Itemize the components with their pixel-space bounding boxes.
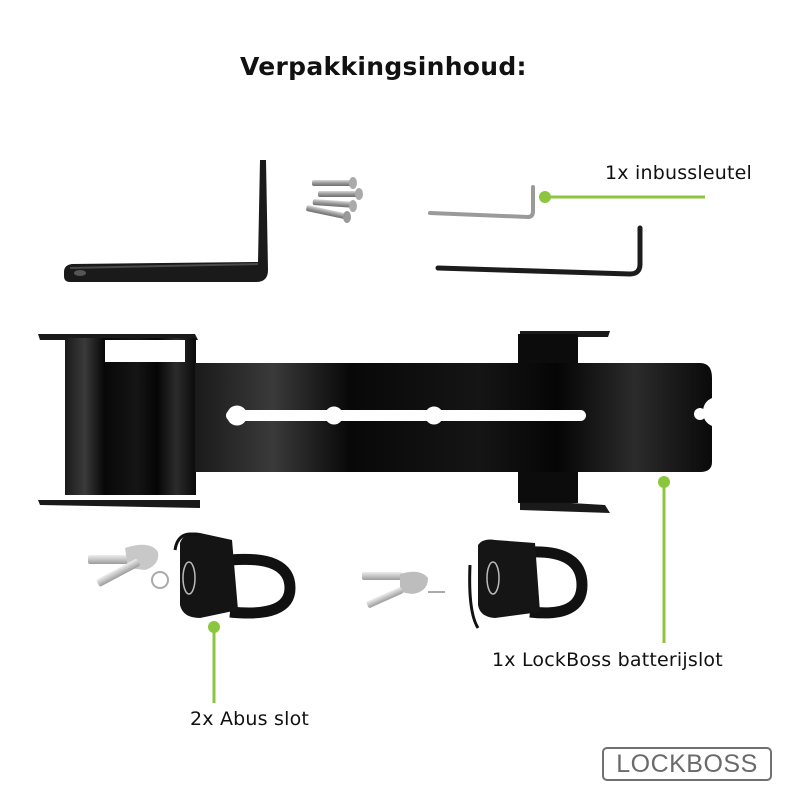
l-bracket-icon [64,160,268,282]
abus-lock-label: 2x Abus slot [190,708,310,730]
screw-icon [306,177,363,223]
padlock-icon [88,532,296,619]
brand-logo-text: LOCKBOSS [616,749,758,778]
callout-allen-key [539,191,705,203]
bracket-icon [38,331,712,513]
callout-battery-lock [658,476,670,643]
allen-key-icon [428,185,643,277]
brand-logo: LOCKBOSS [602,747,772,781]
battery-lock-label: 1x LockBoss batterijslot [492,649,723,671]
padlock-icon [362,539,588,629]
callout-abus-locks [208,621,220,703]
allen-key-label: 1x inbussleutel [605,162,753,184]
page-title: Verpakkingsinhoud: [240,52,527,81]
